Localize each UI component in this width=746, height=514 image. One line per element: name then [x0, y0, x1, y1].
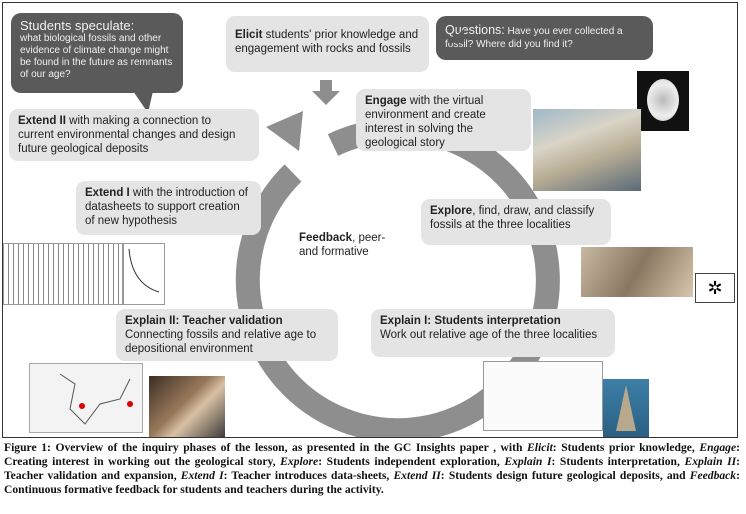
- ammonite-fossil-photo: [637, 71, 689, 131]
- graph-datasheet-image: [123, 243, 165, 305]
- explain1-label: Explain I: Students interpretation: [380, 315, 561, 327]
- engage-box: Engage with the virtual environment and …: [356, 89, 531, 151]
- extend1-label: Extend I: [85, 187, 130, 199]
- caption-text: : Teacher introduces data-sheets,: [223, 469, 394, 482]
- explain1-text: Work out relative age of the three local…: [380, 329, 598, 341]
- speculate-title: Students speculate:: [20, 18, 135, 33]
- caption-text: : Teacher validation and expansion,: [4, 455, 740, 482]
- elicit-box: Elicit students' prior knowledge and eng…: [226, 16, 429, 72]
- speculate-bubble: Students speculate: what biological foss…: [11, 13, 183, 93]
- caption-text: : Creating interest in working out the g…: [4, 441, 740, 468]
- explore-label: Explore: [430, 205, 473, 217]
- caption-text: : Students design future geological depo…: [440, 469, 690, 482]
- engage-text: with the virtual environment and create …: [365, 95, 486, 149]
- speculate-tail: [133, 91, 153, 113]
- questions-tail: [448, 29, 464, 43]
- caption-term: Feedback: [689, 469, 737, 482]
- map-image: [29, 363, 143, 433]
- extend1-box: Extend I with the introduction of datash…: [76, 181, 261, 235]
- strata-datasheet-image: [3, 243, 123, 305]
- shark-tooth-photo: [603, 379, 649, 437]
- explain2-text: Connecting fossils and relative age to d…: [125, 329, 317, 355]
- explore-text: , find, draw, and classify fossils at th…: [430, 205, 595, 231]
- caption-term: Engage: [699, 441, 737, 454]
- caption-text: : Overview of the inquiry phases of the …: [47, 441, 528, 454]
- worksheet-image: [483, 361, 603, 431]
- questions-text: Have you ever collected a fossil? Where …: [445, 26, 623, 50]
- elicit-text: students' prior knowledge and engagement…: [235, 29, 419, 55]
- feedback-text: Feedback, peer- and formative: [299, 231, 389, 259]
- engage-label: Engage: [365, 95, 407, 107]
- caption-term: Explain I: [504, 455, 552, 468]
- extend2-label: Extend II: [18, 115, 66, 127]
- caption-text: : Continuous formative feedback for stud…: [4, 469, 740, 496]
- feedback-label: Feedback: [299, 232, 353, 244]
- extend1-text: with the introduction of datasheets to s…: [85, 187, 248, 227]
- caption-term: Explore: [280, 455, 319, 468]
- caption-term: Elicit: [527, 441, 553, 454]
- caption-term: Extend I: [180, 469, 224, 482]
- explore-photo: [581, 247, 693, 297]
- explain2-label: Explain II: Teacher validation: [125, 315, 283, 327]
- explore-box: Explore, find, draw, and classify fossil…: [421, 199, 611, 245]
- caption-term: Extend II: [393, 469, 441, 482]
- caption-term: Explain II: [684, 455, 737, 468]
- caption-text: : Students prior knowledge,: [552, 441, 700, 454]
- caption-text: : Students independent exploration,: [318, 455, 505, 468]
- elicit-label: Elicit: [235, 29, 263, 41]
- feedback-body: , peer- and formative: [299, 232, 386, 258]
- speculate-body: what biological fossils and other eviden…: [20, 33, 173, 80]
- figure-panel: Students speculate: what biological foss…: [2, 2, 738, 438]
- extend2-text: with making a connection to current envi…: [18, 115, 236, 155]
- extend2-box: Extend II with making a connection to cu…: [9, 109, 259, 161]
- figure-caption: Figure 1: Overview of the inquiry phases…: [4, 441, 740, 497]
- fossil-sketch-icon: ✲: [695, 273, 735, 303]
- cliff-photo: [533, 109, 641, 191]
- caption-text: : Students interpretation,: [551, 455, 685, 468]
- caption-lead: Figure 1: [4, 441, 48, 454]
- student-photo: [149, 376, 225, 437]
